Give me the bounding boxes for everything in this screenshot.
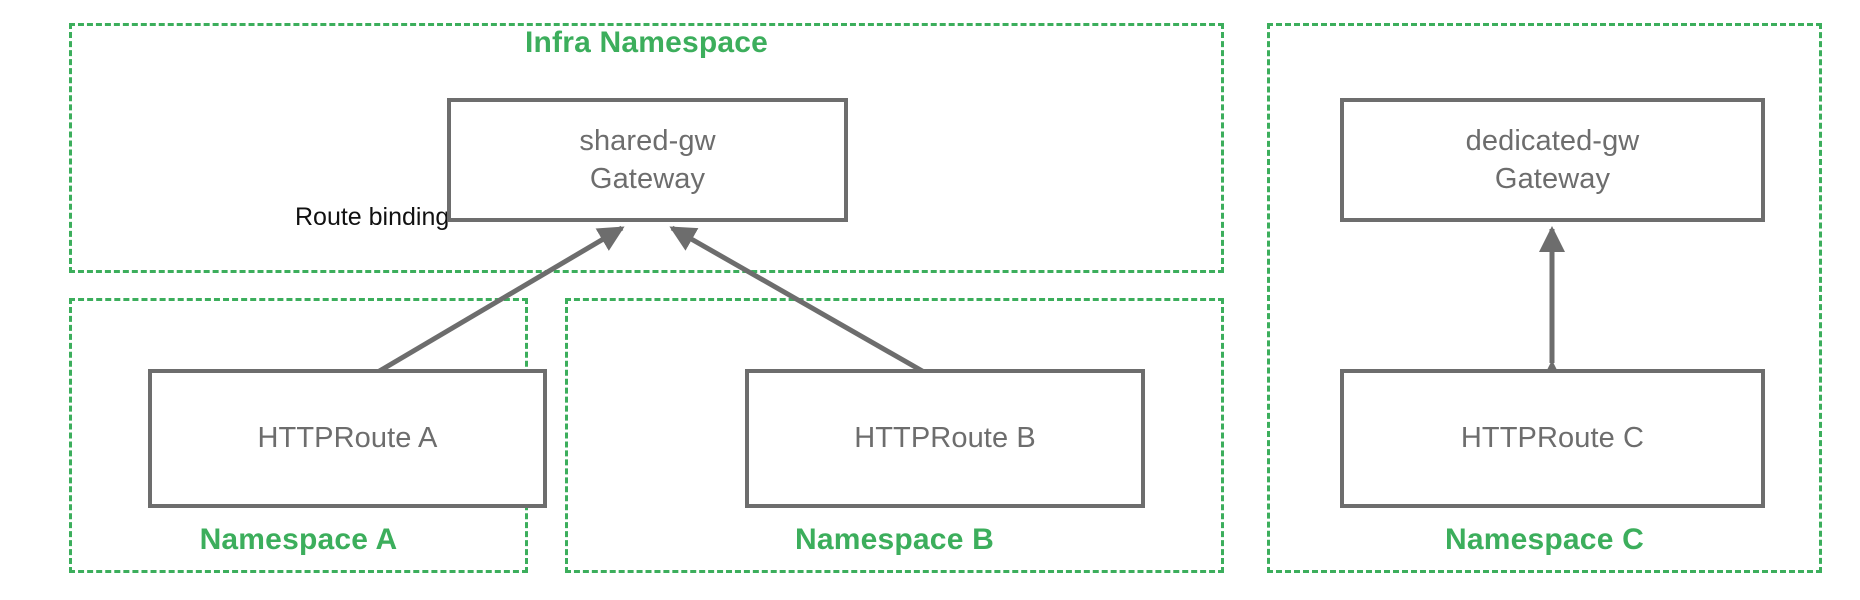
node-httproute-b[interactable]: HTTPRoute B <box>745 369 1145 508</box>
node-httproute-a-name: HTTPRoute A <box>257 422 438 455</box>
node-httproute-c[interactable]: HTTPRoute C <box>1340 369 1765 508</box>
node-httproute-b-name: HTTPRoute B <box>854 422 1036 455</box>
node-httproute-c-name: HTTPRoute C <box>1460 422 1645 455</box>
node-shared-gw-gateway[interactable]: shared-gw Gateway <box>447 98 848 222</box>
namespace-box-c <box>1267 23 1822 573</box>
node-httproute-a[interactable]: HTTPRoute A <box>148 369 547 508</box>
node-dedicated-gw-name: dedicated-gw <box>1465 124 1640 157</box>
edge-label-route-binding: Route binding <box>295 203 450 231</box>
node-dedicated-gw-gateway[interactable]: dedicated-gw Gateway <box>1340 98 1765 222</box>
namespace-label-b: Namespace B <box>795 523 994 556</box>
node-dedicated-gw-kind: Gateway <box>1494 163 1611 195</box>
node-shared-gw-name: shared-gw <box>579 124 716 157</box>
node-shared-gw-kind: Gateway <box>589 163 706 195</box>
namespace-label-c: Namespace C <box>1445 523 1644 556</box>
namespace-label-infra: Infra Namespace <box>524 26 769 59</box>
namespace-label-a: Namespace A <box>199 523 398 556</box>
namespace-box-infra <box>69 23 1224 273</box>
